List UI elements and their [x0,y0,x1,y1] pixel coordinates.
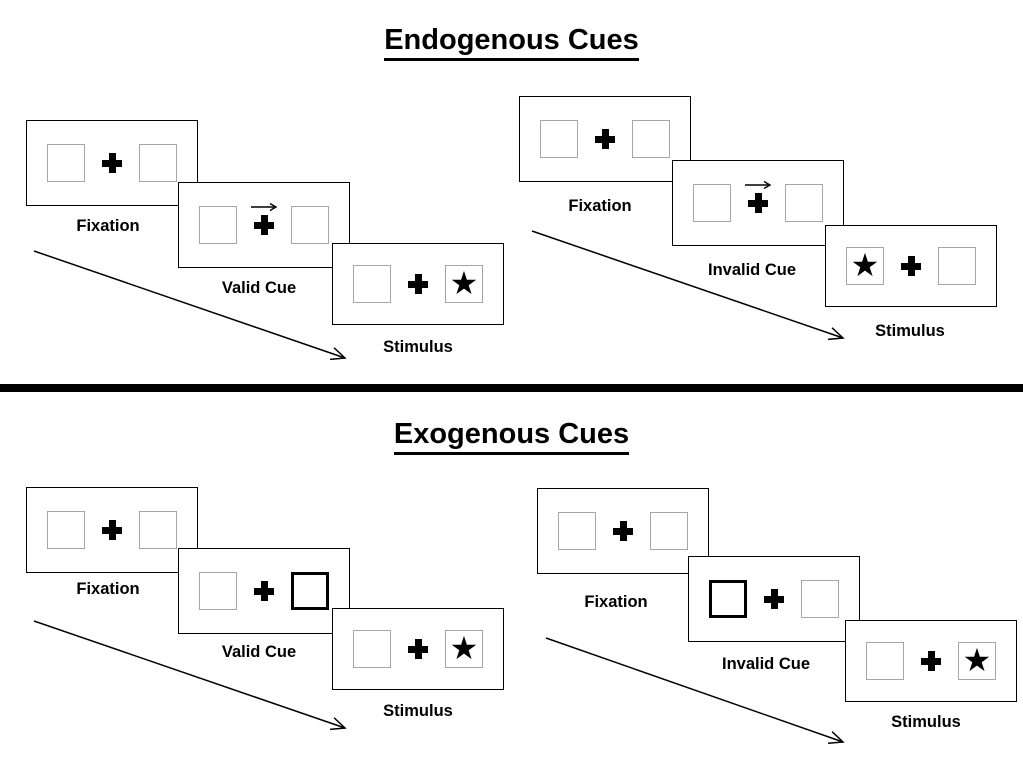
target-box-right [139,144,177,182]
target-box-right [650,512,688,550]
target-box-left [693,184,731,222]
frame-contents [540,119,670,159]
trial-frame-exogenous-invalid-invalid-cue [688,556,860,642]
cue-arrow-right-icon [251,202,278,212]
frame-contents [709,579,839,619]
frame-contents: ★ [846,246,976,286]
trial-frame-endogenous-valid-fixation [26,120,198,206]
fixation-cross-icon [748,193,768,213]
target-box-left: ★ [846,247,884,285]
target-box-left [199,206,237,244]
star-icon: ★ [962,642,992,678]
trial-frame-endogenous-valid-valid-cue [178,182,350,268]
panel-label-fixation: Fixation [76,217,140,235]
frame-contents: ★ [353,264,483,304]
target-box-right-cued [291,572,329,610]
trial-frame-endogenous-invalid-fixation [519,96,691,182]
fixation-cross-wrap [918,641,944,681]
panel-label-valid-cue: Valid Cue [221,279,297,297]
section-title-exogenous-text: Exogenous Cues [393,418,630,455]
target-box-left [558,512,596,550]
fixation-cross-icon [254,581,274,601]
exogenous-valid-time-arrow [33,620,347,731]
frame-contents [199,571,329,611]
fixation-cross-wrap [99,143,125,183]
panel-label-stimulus: Stimulus [875,322,945,340]
panel-label-invalid-cue: Invalid Cue [721,655,811,673]
target-box-left [353,630,391,668]
trial-frame-endogenous-valid-stimulus: ★ [332,243,504,325]
fixation-cross-wrap [898,246,924,286]
target-box-right [291,206,329,244]
target-box-left-cued [709,580,747,618]
target-box-right [632,120,670,158]
target-box-left [199,572,237,610]
panel-label-stimulus: Stimulus [383,702,453,720]
fixation-cross-wrap [405,629,431,669]
fixation-cross-icon [408,274,428,294]
target-box-right: ★ [958,642,996,680]
fixation-cross-icon [613,521,633,541]
fixation-cross-icon [102,520,122,540]
section-divider [0,384,1023,392]
star-icon: ★ [449,630,479,666]
section-title-endogenous: Endogenous Cues [0,24,1023,61]
trial-frame-exogenous-valid-valid-cue [178,548,350,634]
trial-frame-exogenous-valid-stimulus: ★ [332,608,504,690]
target-box-right [801,580,839,618]
frame-contents [558,511,688,551]
target-box-right [938,247,976,285]
target-box-right: ★ [445,265,483,303]
target-box-left [540,120,578,158]
fixation-cross-wrap [761,579,787,619]
fixation-cross-icon [921,651,941,671]
panel-label-fixation: Fixation [76,580,140,598]
fixation-cross-wrap [251,202,278,245]
target-box-left [47,511,85,549]
fixation-cross-wrap [99,510,125,550]
target-box-right [139,511,177,549]
trial-frame-exogenous-invalid-fixation [537,488,709,574]
endogenous-invalid-time-arrow [531,230,845,341]
fixation-cross-icon [901,256,921,276]
trial-frame-exogenous-valid-fixation [26,487,198,573]
fixation-cross-icon [595,129,615,149]
panel-label-valid-cue: Valid Cue [221,643,297,661]
frame-contents [693,180,823,223]
section-title-exogenous: Exogenous Cues [0,418,1023,455]
target-box-left [47,144,85,182]
section-title-endogenous-text: Endogenous Cues [384,24,639,61]
panel-label-stimulus: Stimulus [383,338,453,356]
fixation-cross-icon [102,153,122,173]
panel-label-invalid-cue: Invalid Cue [707,261,797,279]
trial-frame-endogenous-invalid-stimulus: ★ [825,225,997,307]
panel-label-stimulus: Stimulus [891,713,961,731]
frame-contents [47,143,177,183]
target-box-right: ★ [445,630,483,668]
frame-contents [199,202,329,245]
exogenous-invalid-time-arrow [545,637,845,744]
panel-label-fixation: Fixation [568,197,632,215]
fixation-cross-icon [254,215,274,235]
frame-contents: ★ [866,641,996,681]
frame-contents [47,510,177,550]
trial-frame-endogenous-invalid-invalid-cue [672,160,844,246]
fixation-cross-icon [764,589,784,609]
fixation-cross-wrap [405,264,431,304]
fixation-cross-wrap [592,119,618,159]
fixation-cross-wrap [251,571,277,611]
frame-contents: ★ [353,629,483,669]
target-box-right [785,184,823,222]
cue-arrow-right-icon [745,180,772,190]
trial-frame-exogenous-invalid-stimulus: ★ [845,620,1017,702]
target-box-left [353,265,391,303]
star-icon: ★ [449,265,479,301]
target-box-left [866,642,904,680]
panel-label-fixation: Fixation [584,593,648,611]
fixation-cross-wrap [745,180,772,223]
fixation-cross-wrap [610,511,636,551]
star-icon: ★ [850,247,880,283]
fixation-cross-icon [408,639,428,659]
